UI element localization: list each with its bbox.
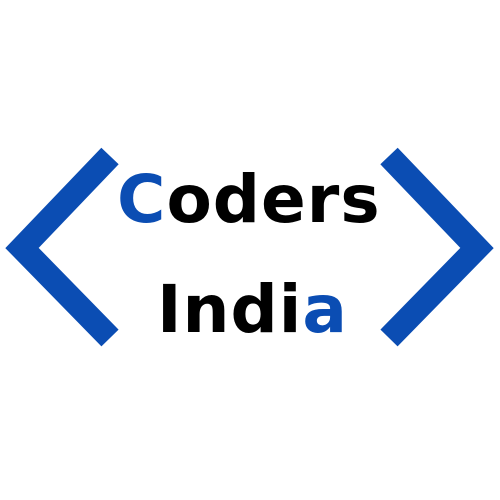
logo-word-india-rest: Indi (157, 271, 303, 348)
logo-word-coders-rest: oders (166, 161, 381, 238)
right-angle-bracket-icon (380, 147, 494, 347)
left-angle-bracket-icon (5, 147, 119, 347)
logo-accent-letter-a: a (302, 271, 348, 348)
logo-accent-letter-c: C (117, 161, 167, 238)
logo-word-india: India (157, 277, 348, 343)
logo-word-coders: Coders (117, 167, 381, 233)
